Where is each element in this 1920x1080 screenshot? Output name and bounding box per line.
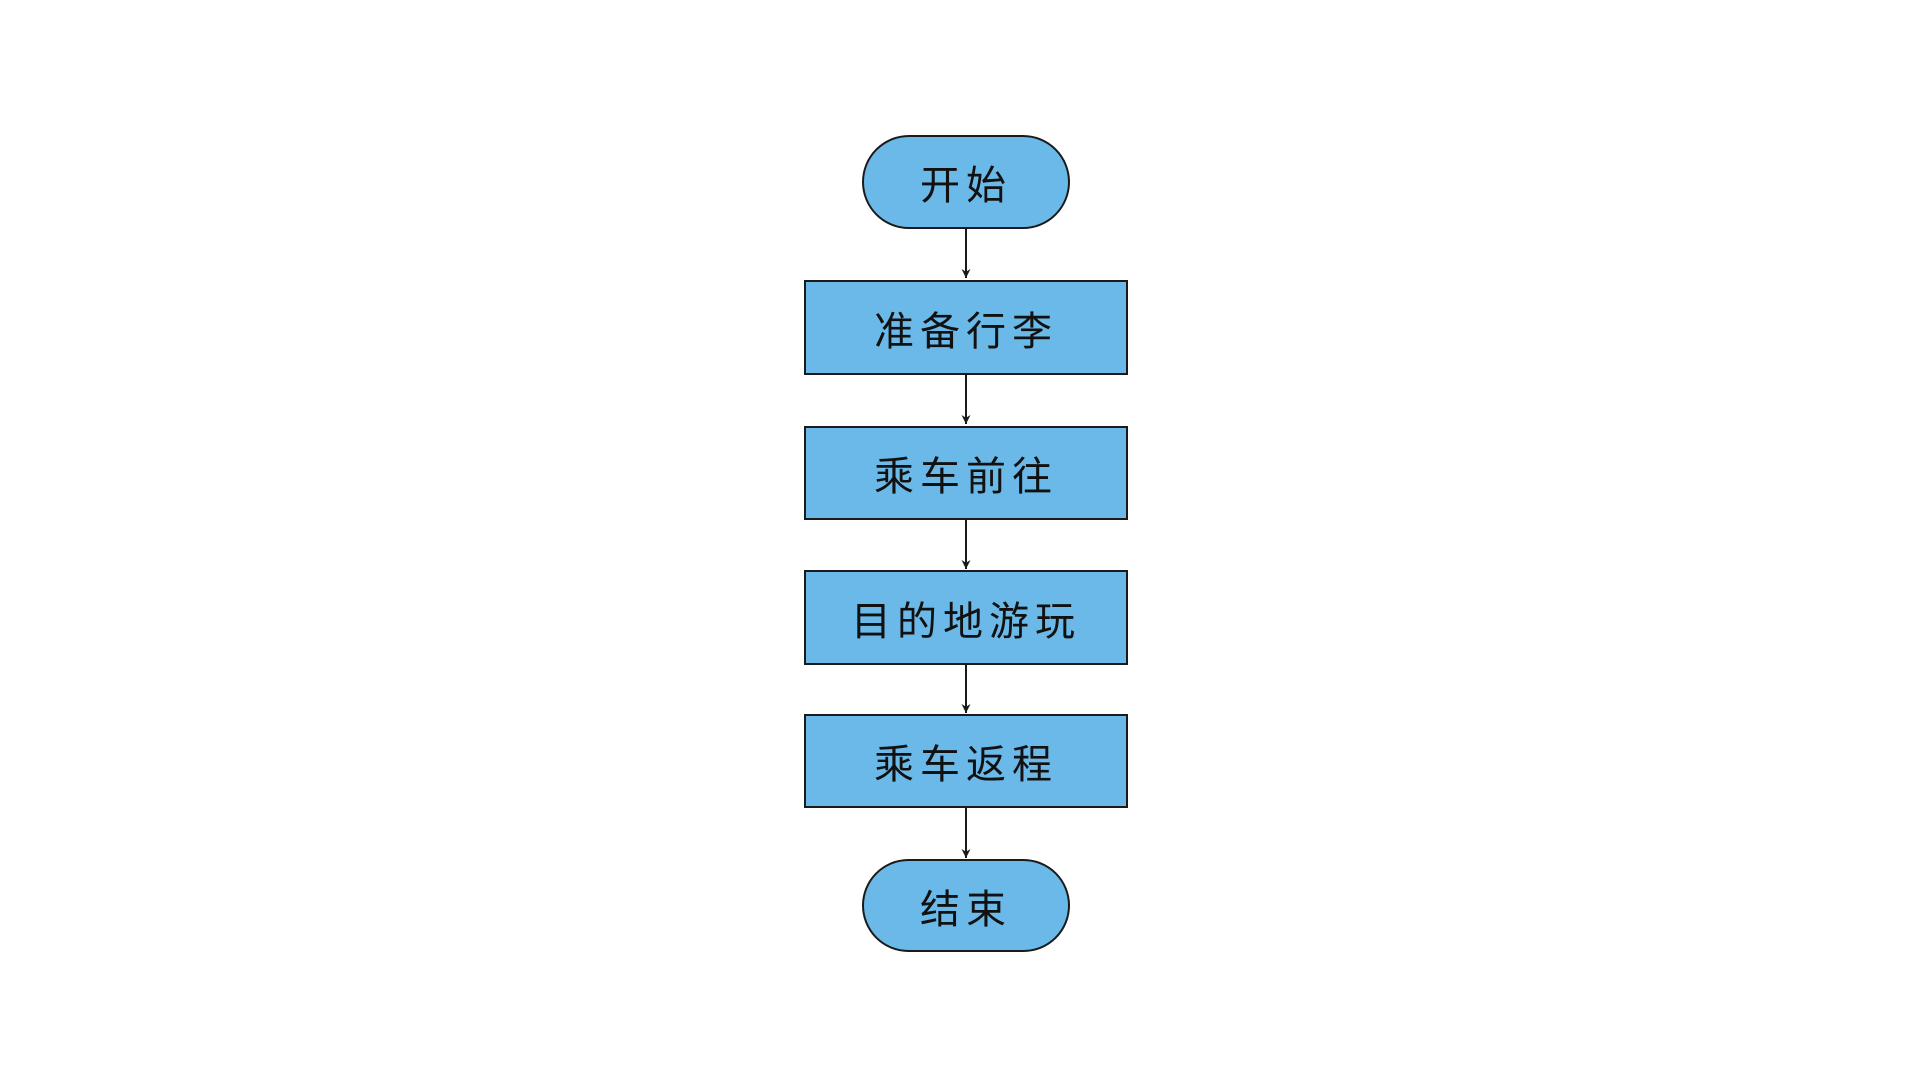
start-node: 开始 (862, 135, 1070, 229)
process-ride-back: 乘车返程 (804, 714, 1128, 808)
process-destination-tour: 目的地游玩 (804, 570, 1128, 665)
process-pack-luggage: 准备行李 (804, 280, 1128, 375)
process-ride-there: 乘车前往 (804, 426, 1128, 520)
end-node: 结束 (862, 859, 1070, 952)
